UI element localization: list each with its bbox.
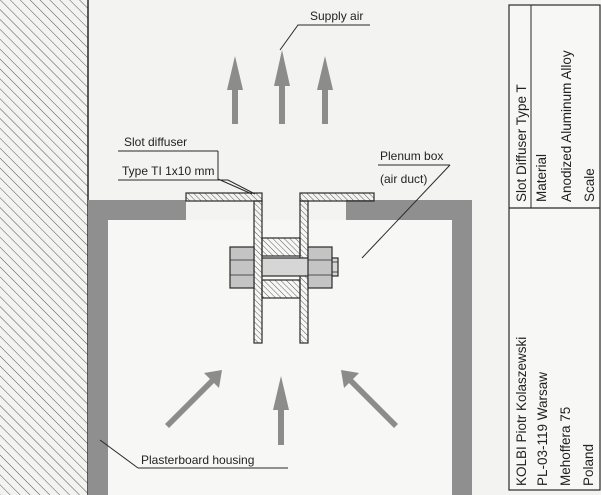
bolt-assembly [229,246,339,289]
label-plasterboard-housing: Plasterboard housing [141,453,254,467]
supply-air-arrows [227,50,333,124]
title-country: Poland [581,444,596,486]
title-product: Slot Diffuser Type T [514,84,529,202]
label-supply-air: Supply air [310,9,363,23]
inflow-arrows [165,370,398,445]
wall-section [0,0,89,495]
label-slot-diffuser: Slot diffuser [124,135,187,149]
arrow-up-icon [273,376,289,445]
bolt-head [229,246,255,289]
title-material-label: Material [534,154,549,202]
label-type: Type TI 1x10 mm [122,164,214,178]
label-plenum-box: Plenum box [380,149,443,163]
arrow-diagonal-icon [341,370,398,428]
title-block: Slot Diffuser Type T Material Anodized A… [508,4,601,491]
arrow-up-icon [227,56,243,124]
leader-lines [99,24,451,469]
nut [307,246,333,289]
arrow-diagonal-icon [165,370,222,428]
arrow-up-icon [317,56,333,124]
label-air-duct: (air duct) [380,172,427,186]
title-material-value: Anodized Aluminum Alloy [559,50,574,202]
arrow-up-icon [274,50,290,124]
title-company: KOLBI Piotr Kolaszewski [514,337,529,486]
title-scale-label: Scale [582,168,597,202]
title-address1: PL-03-119 Warsaw [535,372,550,486]
title-address2: Mehoffera 75 [558,407,573,486]
